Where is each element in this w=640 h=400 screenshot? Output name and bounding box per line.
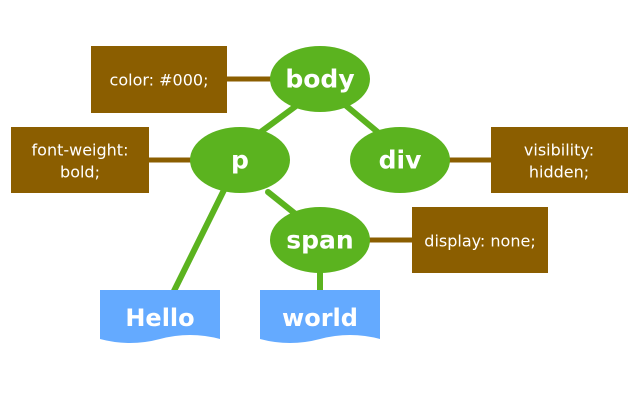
tree-edges [169, 101, 383, 298]
element-node-div: div [350, 127, 450, 193]
text-node-world-label: world [282, 304, 358, 332]
element-p-label: p [231, 146, 249, 175]
text-node-hello: Hello [100, 290, 220, 343]
style-box-div: visibility: hidden; [491, 127, 628, 193]
style-p-line-2: bold; [60, 163, 100, 182]
element-body-label: body [285, 65, 354, 94]
style-connectors [148, 76, 492, 243]
edge-body-div [341, 101, 383, 137]
element-node-p: p [190, 127, 290, 193]
style-div-line-2: hidden; [529, 163, 589, 182]
element-node-span: span [270, 207, 370, 273]
text-node-hello-label: Hello [125, 304, 194, 332]
edge-p-hello [169, 187, 227, 298]
style-span-line-1: display: none; [424, 232, 535, 251]
style-box-body: color: #000; [91, 46, 227, 113]
style-box-p: font-weight: bold; [11, 127, 149, 193]
style-div-line-1: visibility: [524, 141, 594, 160]
text-node-world: world [260, 290, 380, 343]
element-node-body: body [270, 46, 370, 112]
edge-body-p [255, 103, 299, 137]
edge-p-span [265, 189, 301, 219]
element-span-label: span [286, 226, 353, 255]
style-p-line-1: font-weight: [32, 141, 129, 160]
style-box-span: display: none; [412, 207, 548, 273]
style-body-line-1: color: #000; [110, 71, 209, 90]
element-div-label: div [379, 146, 422, 175]
